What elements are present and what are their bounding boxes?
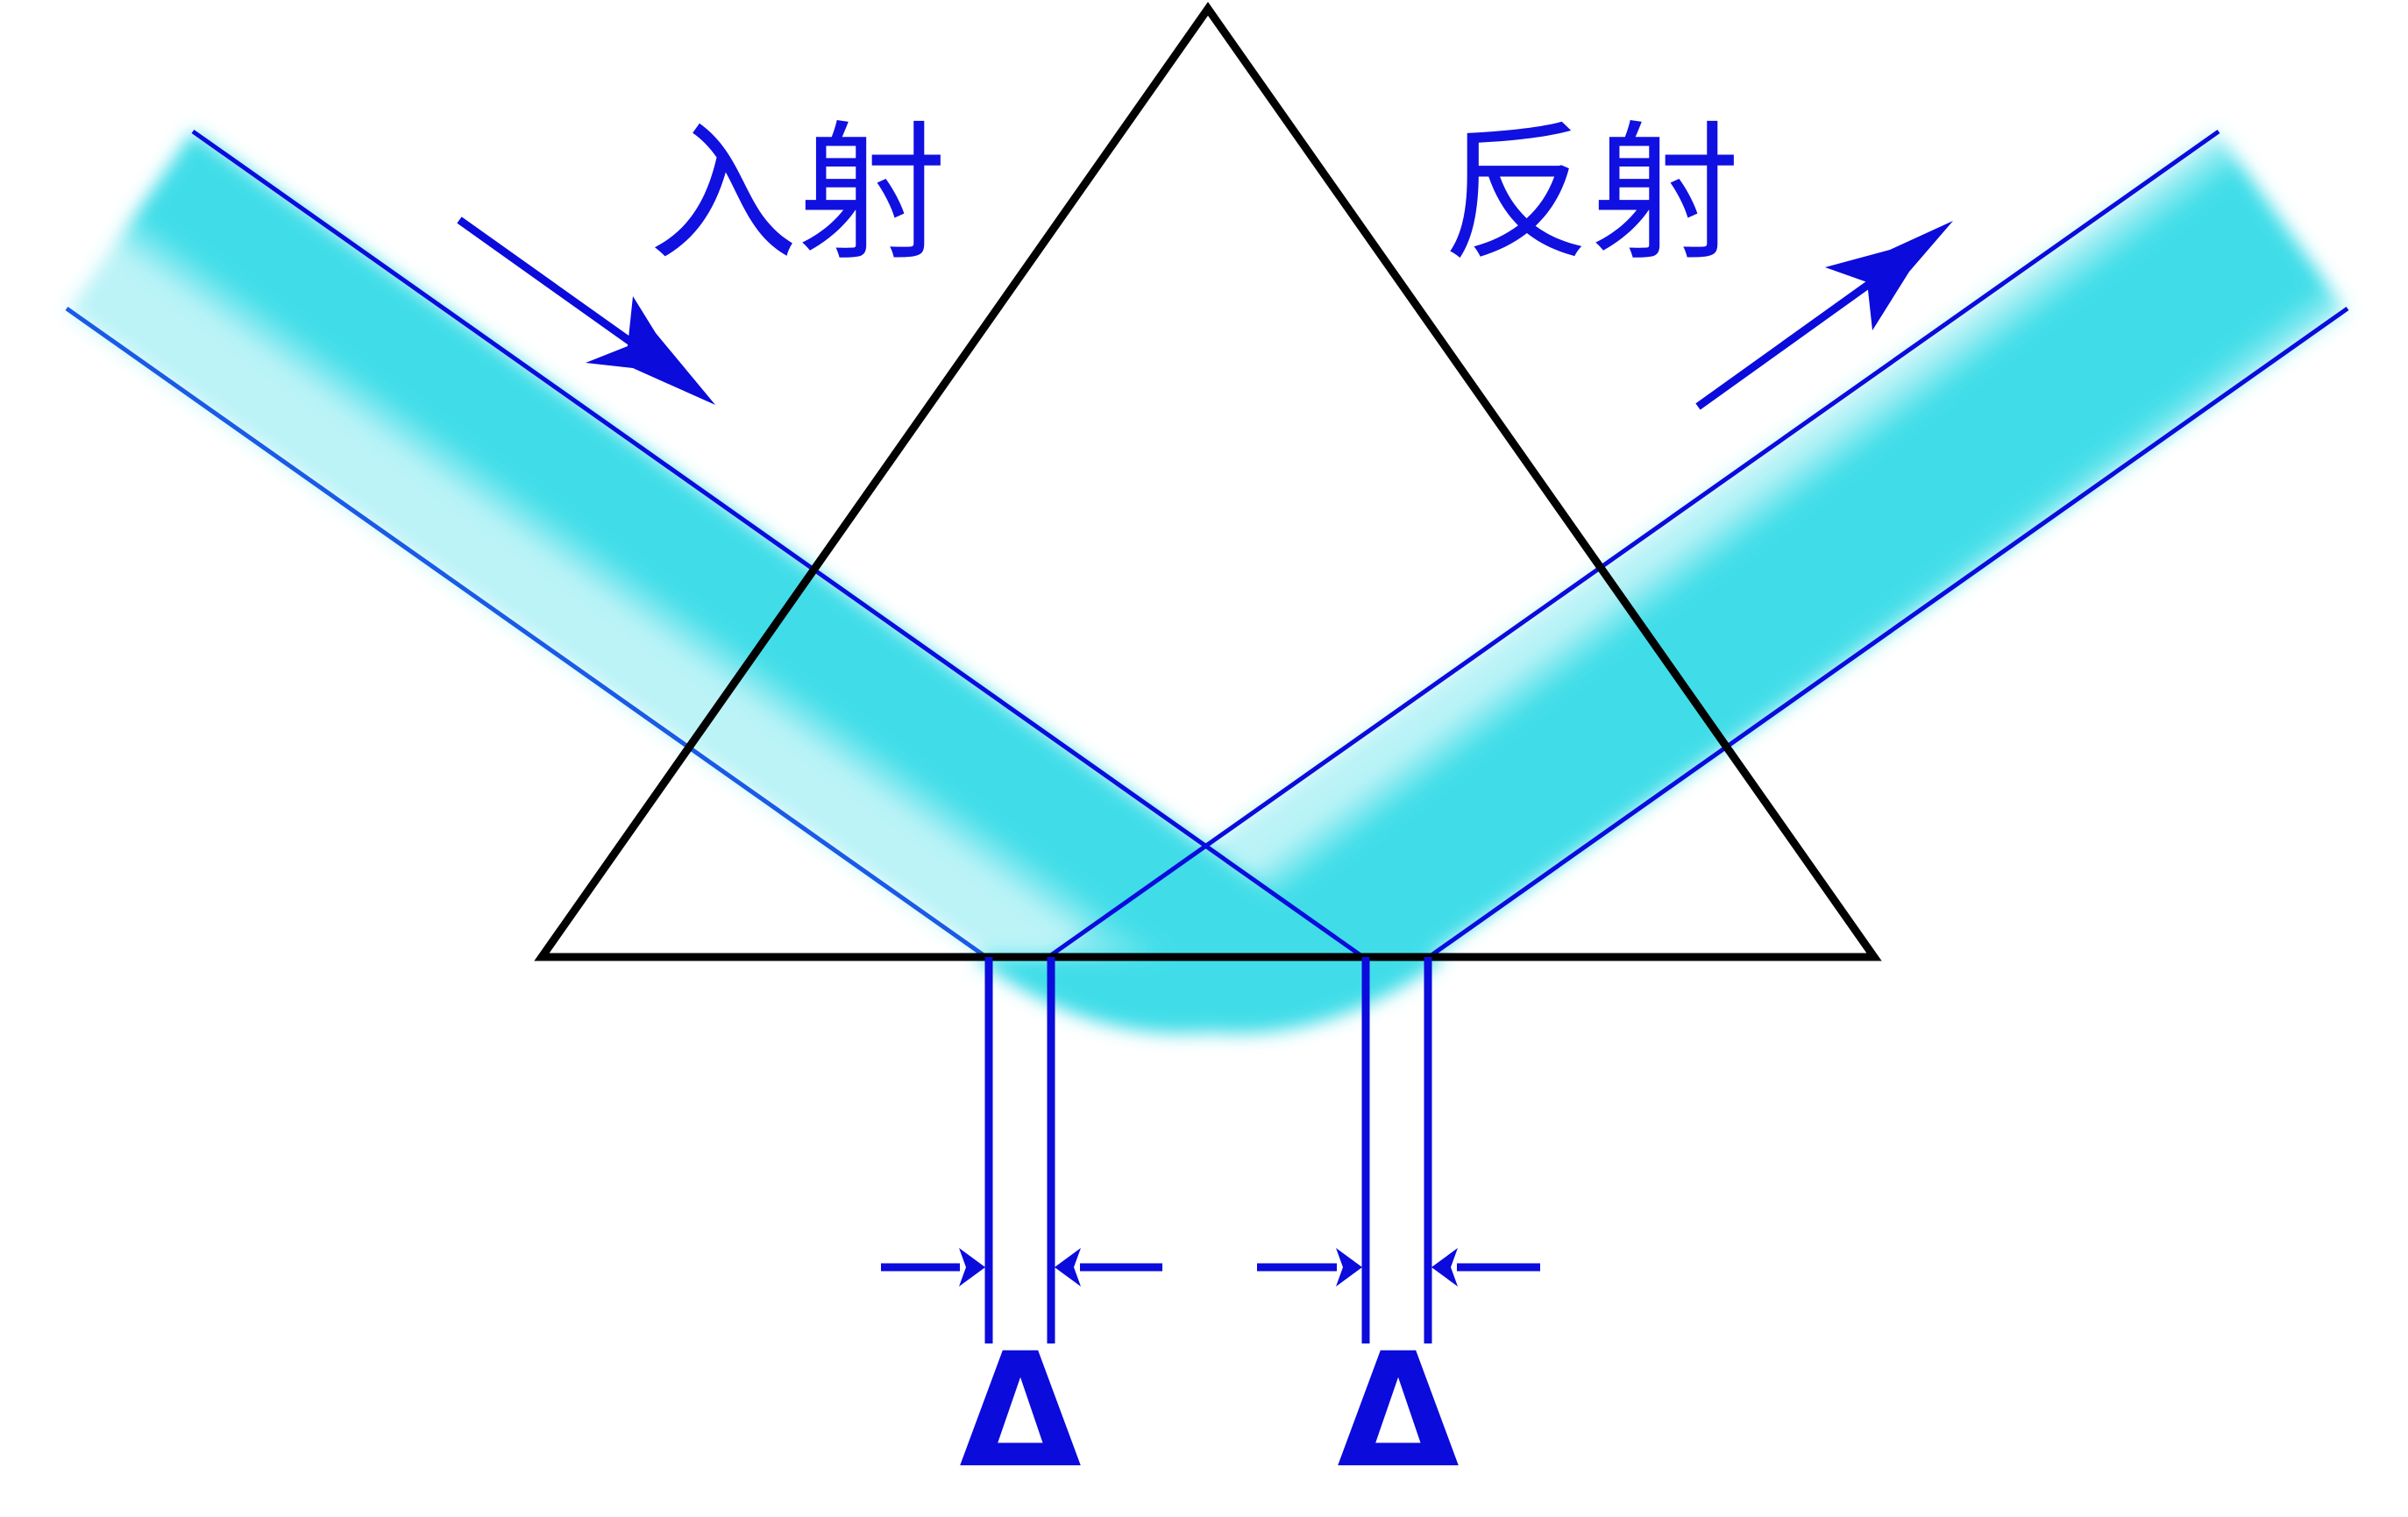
arrow-down-right-icon [457, 216, 715, 405]
reflected-label: 反射 [1442, 108, 1740, 281]
reflected-beam [1048, 131, 2347, 957]
shift-dimension-lines [984, 957, 1432, 1343]
incident-beam [68, 131, 1363, 957]
arrow-pointing-inward-icon [881, 1248, 1540, 1287]
beam-edges [65, 129, 2349, 960]
incident-label: 入射 [649, 108, 947, 281]
beam-overlap-glow [973, 957, 1446, 1034]
incident-beam-upper-edge [191, 129, 1365, 960]
reflected-beam-lower-edge [1427, 306, 2349, 960]
reflected-beam-upper-edge [1047, 129, 2220, 960]
right-shift-label: Δ [1337, 1320, 1459, 1503]
arrow-up-right-icon [1695, 221, 1953, 410]
left-shift-label: Δ [959, 1320, 1081, 1503]
prism-triangle [534, 2, 1882, 961]
incident-beam-lower-edge [65, 306, 988, 960]
light-beam [68, 131, 2347, 1034]
